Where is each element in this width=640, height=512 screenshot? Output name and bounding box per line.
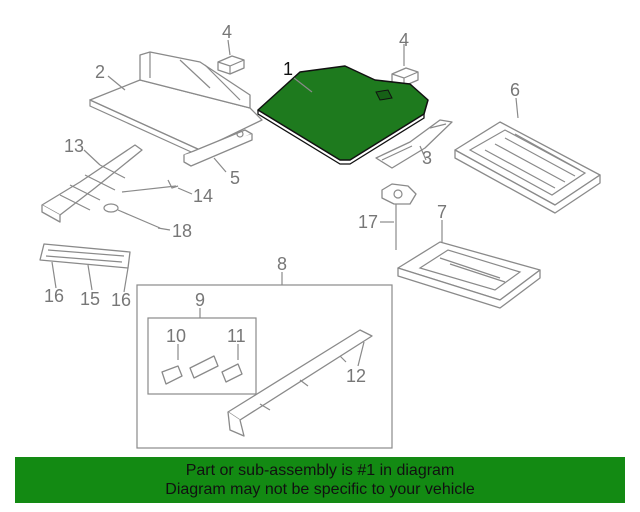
part-8-group-box[interactable] xyxy=(136,284,393,449)
label-part-9: 9 xyxy=(195,290,205,310)
label-part-11: 11 xyxy=(227,326,246,346)
label-part-18: 18 xyxy=(172,221,192,241)
label-part-15: 15 xyxy=(80,289,100,309)
part-12-long-rail[interactable] xyxy=(227,329,373,437)
label-part-10: 10 xyxy=(166,326,186,346)
part-1-shape xyxy=(257,65,429,161)
leader-lines xyxy=(51,39,519,367)
part-11-pad[interactable] xyxy=(221,363,243,383)
part-14-jack-handle[interactable] xyxy=(121,179,179,193)
part-1-floor-mat-highlighted[interactable] xyxy=(257,65,429,165)
label-part-4-right: 4 xyxy=(399,30,409,50)
label-part-8: 8 xyxy=(277,254,287,274)
label-part-5: 5 xyxy=(230,168,240,188)
part-6-cargo-tray[interactable] xyxy=(454,121,601,214)
info-banner: Part or sub-assembly is #1 in diagram Di… xyxy=(15,457,625,503)
label-part-6: 6 xyxy=(510,80,520,100)
label-part-17: 17 xyxy=(358,212,378,232)
part-4-clip-left[interactable] xyxy=(217,55,245,75)
part-13-jack[interactable] xyxy=(41,144,143,223)
part-10-pad[interactable] xyxy=(161,365,183,385)
part-3-side-bracket[interactable] xyxy=(375,119,453,169)
exploded-parts-diagram: 1 2 3 4 4 5 6 7 8 9 10 11 12 13 14 15 16… xyxy=(39,22,601,449)
part-5-rail[interactable] xyxy=(183,129,253,167)
part-15-tool-tray[interactable] xyxy=(39,243,131,269)
label-part-13: 13 xyxy=(64,136,84,156)
label-part-16-right: 16 xyxy=(111,290,131,310)
label-part-4-left: 4 xyxy=(222,22,232,42)
part-9-pad[interactable] xyxy=(189,355,219,379)
label-part-12: 12 xyxy=(346,366,366,386)
part-17-wheel-bolt[interactable] xyxy=(381,183,417,250)
label-part-14: 14 xyxy=(193,186,213,206)
part-2-cargo-trim-panel[interactable] xyxy=(89,51,263,157)
banner-line-2: Diagram may not be specific to your vehi… xyxy=(165,481,475,498)
label-part-3: 3 xyxy=(422,148,432,168)
label-part-16-left: 16 xyxy=(44,286,64,306)
part-7-storage-tray[interactable] xyxy=(397,241,541,309)
part-18-tow-hook[interactable] xyxy=(103,203,161,229)
label-part-2: 2 xyxy=(95,62,105,82)
label-part-7: 7 xyxy=(437,202,447,222)
part-9-group-box[interactable] xyxy=(147,317,257,395)
banner-line-1: Part or sub-assembly is #1 in diagram xyxy=(185,462,455,479)
label-part-1: 1 xyxy=(283,59,293,79)
